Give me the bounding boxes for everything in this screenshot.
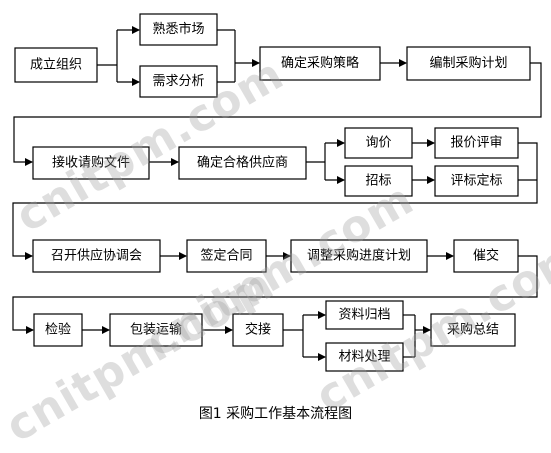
node-establish-org [14,47,98,83]
node-bid-evaluation [434,165,519,197]
node-delivery [232,313,284,347]
node-material-handling [325,342,404,372]
label-archive-docs: 资料归档 [338,308,390,323]
node-make-plan [406,46,531,81]
label-set-strategy: 确定采购策略 [281,55,359,71]
label-inquiry: 询价 [365,136,391,151]
label-inspection: 检验 [45,322,71,338]
label-sign-contract: 签定合同 [200,248,252,264]
node-packing-transport [109,313,203,347]
node-inspection [33,313,83,347]
label-delivery: 交接 [245,322,271,338]
node-tender [344,165,413,197]
label-adjust-schedule: 调整采购进度计划 [307,248,411,264]
label-supplier-meeting: 召开供应协调会 [51,248,142,264]
label-establish-org: 成立组织 [30,58,82,73]
label-demand-analysis: 需求分析 [152,74,204,89]
label-tender: 招标 [365,174,391,189]
node-expedite [453,239,519,273]
node-set-strategy [259,46,381,81]
flow-arrows [12,26,542,361]
node-quote-review [434,127,519,159]
label-expedite: 催交 [473,248,499,264]
node-summary [430,313,516,347]
label-make-plan: 编制采购计划 [429,55,507,71]
label-bid-evaluation: 评标定标 [450,174,502,189]
node-inquiry [344,127,413,159]
label-receive-request: 接收请购文件 [52,155,130,171]
label-summary: 采购总结 [447,322,499,338]
label-know-market: 熟悉市场 [152,21,204,37]
figure-caption: 图1 采购工作基本流程图 [198,406,353,422]
node-supplier-meeting [32,239,161,273]
node-sign-contract [186,239,267,273]
node-qualified-supplier [178,146,307,180]
label-material-handling: 材料处理 [338,350,390,365]
node-know-market [139,13,218,46]
label-packing-transport: 包装运输 [130,322,182,338]
node-demand-analysis [139,65,218,98]
node-archive-docs [325,300,404,330]
label-qualified-supplier: 确定合格供应商 [197,155,288,171]
node-receive-request [32,146,150,180]
flowchart: 成立组织 熟悉市场 需求分析 确定采购策略 编制采购计划 接收请购文件 确定合格… [12,13,542,372]
label-quote-review: 报价评审 [450,136,502,151]
node-adjust-schedule [290,239,428,273]
